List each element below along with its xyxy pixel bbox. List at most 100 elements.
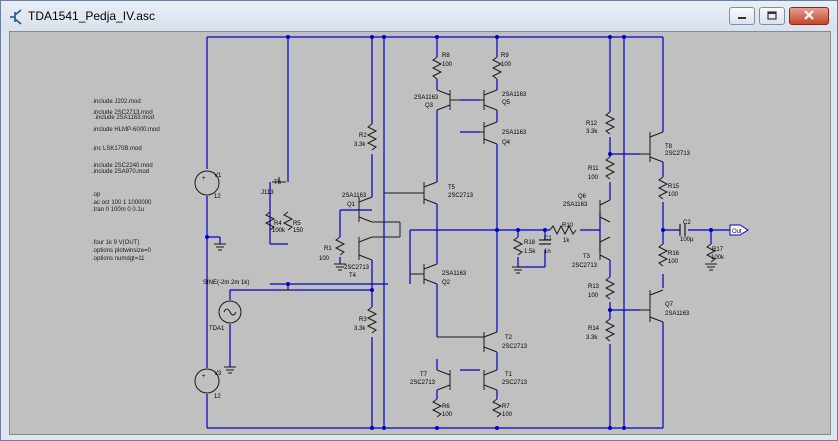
component-label-t4-name[interactable]: T4 [349, 273, 357, 279]
component-label-q4-model[interactable]: 2SA1163 [502, 130, 527, 136]
spice-directive[interactable]: .include 2SC2240.mod [92, 163, 153, 169]
spice-directive[interactable]: .tran 0 100m 0 0.1u [92, 207, 145, 213]
component-label-r2-name[interactable]: R2 [359, 133, 367, 139]
component-label-r13-name[interactable]: R13 [588, 284, 600, 290]
title-bar[interactable]: TDA1541_Pedja_IV.asc [1, 1, 837, 31]
component-label-q2-name[interactable]: Q2 [442, 280, 451, 286]
component-label-r10-value[interactable]: 1k [563, 238, 570, 244]
spice-directive[interactable]: .include HLMP-6000.mod [92, 127, 160, 133]
component-label-r9-value[interactable]: 100 [501, 62, 512, 68]
component-label-t6-name[interactable]: T6 [274, 180, 282, 186]
resistor-r11 [604, 156, 616, 180]
component-label-tda1-name[interactable]: TDA1 [209, 326, 225, 332]
component-label-r5-name[interactable]: R5 [293, 221, 301, 227]
transistor-q7 [640, 289, 664, 323]
component-label-r11-value[interactable]: 100 [588, 175, 599, 181]
component-label-r14-name[interactable]: R14 [588, 326, 600, 332]
component-label-v3-value[interactable]: 12 [214, 394, 221, 400]
component-label-r15-name[interactable]: R15 [668, 184, 680, 190]
component-label-r8-name[interactable]: R8 [442, 53, 450, 59]
spice-directive[interactable]: .include 2SC2713.mod [92, 110, 153, 116]
net-label-out[interactable]: Out [732, 229, 742, 235]
component-label-r6-value[interactable]: 100 [442, 412, 453, 418]
component-label-r3-name[interactable]: R3 [359, 317, 367, 323]
spice-directive[interactable]: .include 2SA1163.mod [94, 115, 154, 121]
transistor-q6 [599, 199, 611, 223]
component-label-q7-name[interactable]: Q7 [665, 302, 674, 308]
component-label-t7-model[interactable]: 2SC2713 [410, 380, 436, 386]
component-label-q3-name[interactable]: Q3 [425, 103, 434, 109]
component-label-q1-name[interactable]: Q1 [347, 202, 356, 208]
component-label-r17-name[interactable]: R17 [712, 247, 724, 253]
component-label-r8-value[interactable]: 100 [442, 62, 453, 68]
component-label-t2-name[interactable]: T2 [505, 335, 513, 341]
component-label-v1-value[interactable]: 12 [214, 194, 221, 200]
minimize-button[interactable] [729, 7, 755, 25]
component-label-r12-value[interactable]: 3.3k [586, 129, 598, 135]
component-label-r13-value[interactable]: 100 [588, 293, 599, 299]
component-label-r7-name[interactable]: R7 [502, 404, 510, 410]
component-label-r1-name[interactable]: R1 [324, 246, 332, 252]
spice-directive[interactable]: .four 1k 9 V(OUT) [92, 240, 140, 246]
component-label-r18-value[interactable]: 1.5k [524, 249, 536, 255]
component-label-c2-value[interactable]: 100µ [680, 237, 694, 243]
component-label-v3-name[interactable]: V3 [214, 371, 222, 377]
close-button[interactable] [789, 7, 829, 25]
component-label-r16-name[interactable]: R16 [668, 251, 680, 257]
component-label-r7-value[interactable]: 100 [502, 412, 513, 418]
component-label-r4-value[interactable]: 100k [272, 228, 286, 234]
maximize-button[interactable] [759, 7, 785, 25]
component-label-t8-name[interactable]: T8 [665, 144, 673, 150]
component-label-r18-name[interactable]: R18 [524, 240, 536, 246]
component-label-v1-name[interactable]: V1 [214, 173, 222, 179]
component-label-t1-name[interactable]: T1 [505, 372, 513, 378]
spice-directive[interactable]: .inc LSK170B.mod [92, 146, 142, 152]
component-label-q5-name[interactable]: Q5 [502, 100, 511, 106]
component-label-q4-name[interactable]: Q4 [502, 140, 511, 146]
component-label-r12-name[interactable]: R12 [586, 121, 598, 127]
component-label-r9-name[interactable]: R9 [501, 53, 509, 59]
component-label-r10-name[interactable]: R10 [562, 223, 574, 229]
spice-directive[interactable]: .include J202.mod [92, 99, 141, 105]
spice-directive[interactable]: .ac oct 100 1 1000000 [92, 200, 152, 206]
component-label-r1-value[interactable]: 100 [319, 256, 330, 262]
component-label-t5-name[interactable]: T5 [448, 185, 456, 191]
component-label-r4-name[interactable]: R4 [274, 221, 282, 227]
component-label-c1-name[interactable]: C1 [544, 236, 552, 242]
resistor-r5 [282, 211, 294, 231]
component-label-r2-value[interactable]: 3.3k [354, 142, 366, 148]
component-label-t8-model[interactable]: 2SC2713 [665, 151, 691, 157]
spice-directive[interactable]: .options numdgt=11 [92, 256, 145, 262]
component-label-r3-value[interactable]: 3.3k [354, 326, 366, 332]
component-label-c1-value[interactable]: 1n [544, 249, 551, 255]
component-label-c2-name[interactable]: C2 [683, 220, 691, 226]
component-label-q5-model[interactable]: 2SA1163 [502, 92, 527, 98]
component-label-q7-model[interactable]: 2SA1163 [665, 311, 690, 317]
component-label-t1-model[interactable]: 2SC2713 [502, 380, 528, 386]
component-label-r16-value[interactable]: 100 [668, 259, 679, 265]
component-label-q1-model[interactable]: 2SA1163 [342, 193, 367, 199]
component-label-q2-model[interactable]: 2SA1163 [442, 271, 467, 277]
spice-directive[interactable]: .options plotwinsize=0 [92, 248, 151, 254]
component-label-r6-name[interactable]: R6 [442, 404, 450, 410]
transistor-icon [8, 9, 24, 25]
component-label-t5-model[interactable]: 2SC2713 [448, 193, 474, 199]
component-label-t6-model[interactable]: J113 [261, 190, 274, 196]
component-label-t2-model[interactable]: 2SC2713 [502, 344, 528, 350]
component-label-t7-name[interactable]: T7 [420, 372, 428, 378]
spice-directive[interactable]: .op [92, 192, 101, 198]
component-label-r17-value[interactable]: 100k [711, 255, 725, 261]
component-label-r11-name[interactable]: R11 [588, 166, 599, 172]
component-label-r14-value[interactable]: 3.3k [586, 335, 598, 341]
component-label-r15-value[interactable]: 100 [668, 192, 679, 198]
spice-directive[interactable]: .include 2SA970.mod [92, 169, 150, 175]
schematic-canvas[interactable]: .include J202.mod.include 2SC2713.mod.in… [9, 31, 831, 435]
component-label-t3-name[interactable]: T3 [583, 254, 591, 260]
component-label-t3-model[interactable]: 2SC2713 [572, 263, 598, 269]
component-label-tda1-value[interactable]: SINE(-2m 2m 1k) [203, 280, 249, 286]
component-label-r5-value[interactable]: 150 [293, 228, 304, 234]
component-label-q3-model[interactable]: 2SA1163 [414, 95, 439, 101]
component-label-q6-model[interactable]: 2SA1163 [563, 202, 588, 208]
component-label-t4-model[interactable]: 2SC2713 [344, 265, 370, 271]
component-label-q6-name[interactable]: Q6 [578, 194, 587, 200]
